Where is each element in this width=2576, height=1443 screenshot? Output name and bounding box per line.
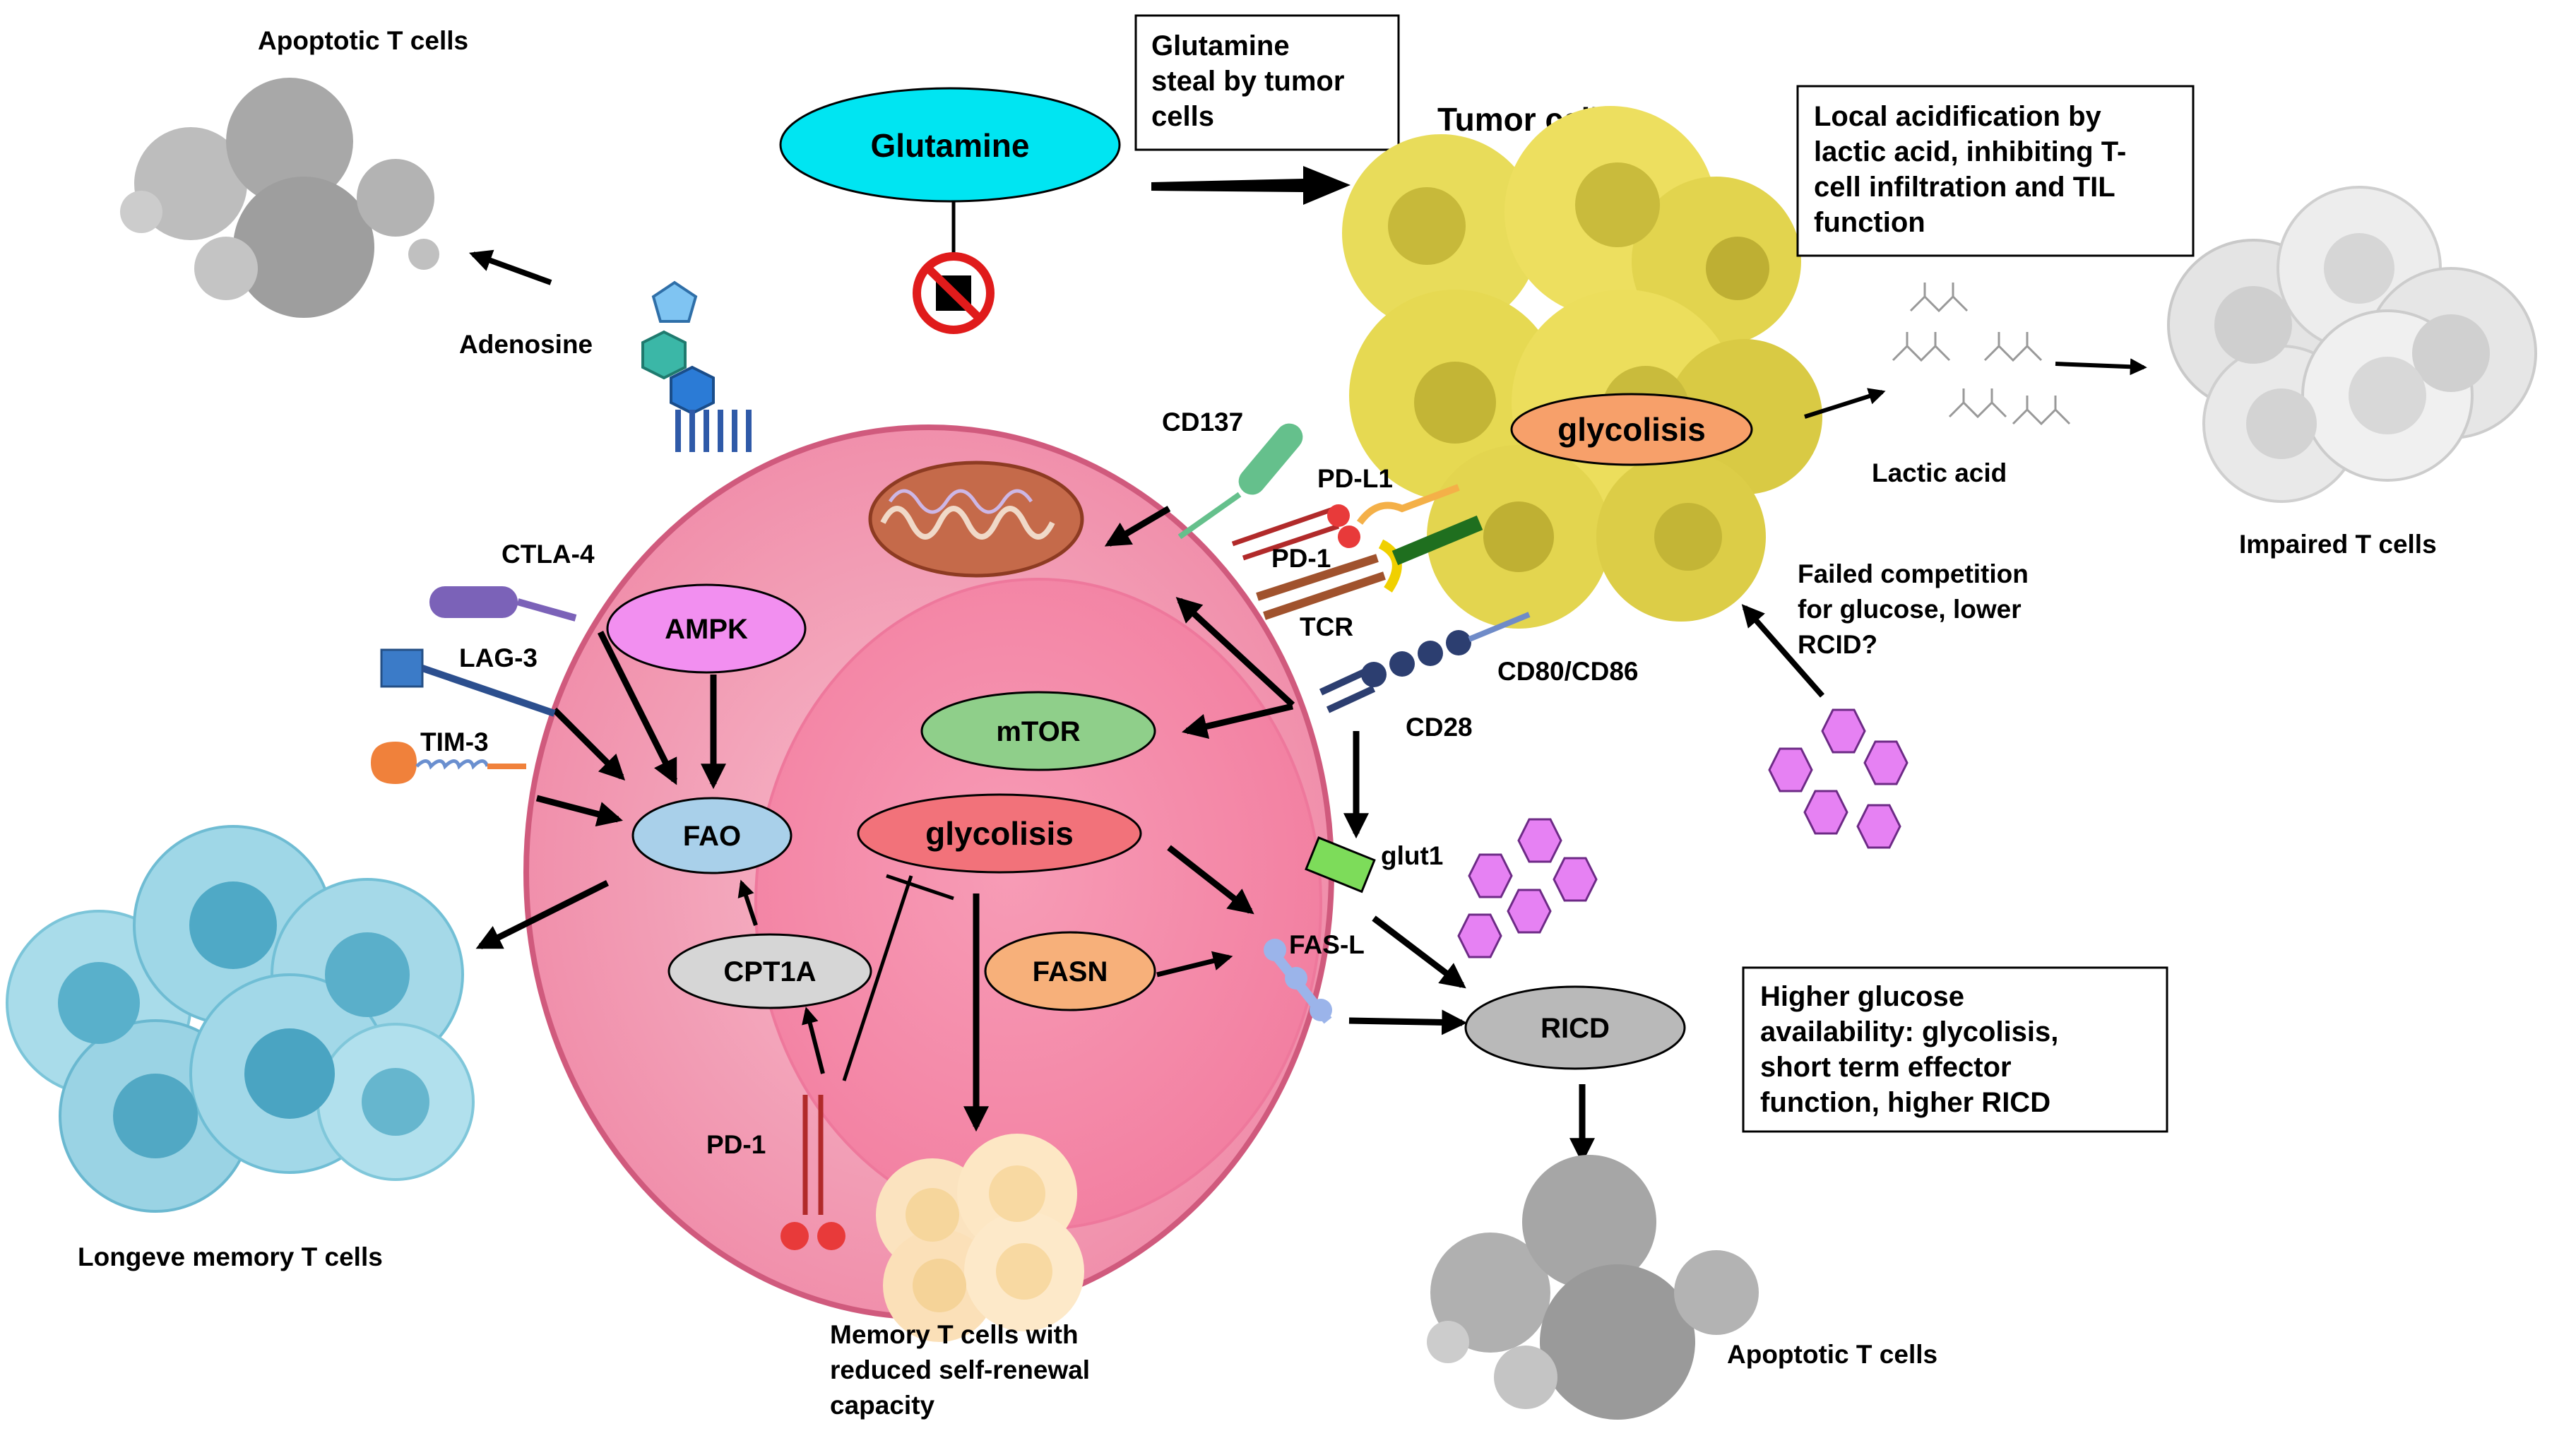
pd1-bottom-label: PD-1 xyxy=(706,1130,766,1159)
glutamine-steal-box: Glutamine steal by tumor cells xyxy=(1134,14,1400,151)
failed-line: Failed competition xyxy=(1798,559,2029,588)
box-line: short term effector xyxy=(1760,1052,2012,1083)
ricd-node: RICD xyxy=(1464,985,1686,1070)
fasn-node: FASN xyxy=(984,931,1156,1011)
glucose-cluster-right xyxy=(1768,708,1909,849)
glutamine-node: Glutamine xyxy=(779,87,1121,203)
fao-node: FAO xyxy=(631,797,793,874)
svg-text:glycolisis: glycolisis xyxy=(1557,411,1706,448)
longeve-memory-cluster xyxy=(6,825,475,1213)
glycolisis-tumor-node: glycolisis xyxy=(1510,393,1753,466)
adenosine-receptor xyxy=(641,280,752,452)
pd1-bottom-receptor xyxy=(780,1095,845,1250)
svg-text:CPT1A: CPT1A xyxy=(723,956,816,987)
glut1-transporter xyxy=(1305,836,1376,893)
impaired-label: Impaired T cells xyxy=(2239,530,2437,559)
glycolisis-cell-node: glycolisis xyxy=(857,793,1142,874)
no-entry-icon xyxy=(913,252,995,334)
glucose-cluster-center xyxy=(1457,818,1598,958)
box-line: lactic acid, inhibiting T- xyxy=(1814,136,2126,167)
internal-arrows xyxy=(475,506,1595,1164)
cd80-label: CD80/CD86 xyxy=(1497,657,1638,686)
fasl-label: FAS-L xyxy=(1289,930,1365,959)
memory-reduced-cluster xyxy=(876,1134,1084,1342)
failed-line: RCID? xyxy=(1798,630,1877,659)
box-line: cells xyxy=(1151,101,1214,132)
svg-text:FAO: FAO xyxy=(683,821,741,852)
svg-text:RICD: RICD xyxy=(1541,1013,1610,1044)
apoptotic-cells-top xyxy=(120,78,439,318)
pd1-top-label: PD-1 xyxy=(1271,544,1331,573)
acidification-box: Local acidification by lactic acid, inhi… xyxy=(1796,85,2195,257)
pdl1-label: PD-L1 xyxy=(1317,464,1393,493)
tim3-receptor xyxy=(371,742,526,784)
box-line: cell infiltration and TIL xyxy=(1814,172,2115,203)
adenosine-label: Adenosine xyxy=(459,330,593,359)
apoptotic-cells-bottom xyxy=(1427,1155,1759,1420)
box-line: function xyxy=(1814,207,1925,238)
svg-text:Glutamine: Glutamine xyxy=(871,127,1030,164)
ctla4-label: CTLA-4 xyxy=(501,540,595,569)
box-line: availability: glycolisis, xyxy=(1760,1016,2058,1047)
lactic-acid-label: Lactic acid xyxy=(1872,458,2007,487)
impaired-cells-cluster xyxy=(2167,186,2537,503)
cd137-label: CD137 xyxy=(1162,408,1243,437)
memory-reduced-line: reduced self-renewal xyxy=(830,1355,1090,1384)
cd28-cd80-receptor xyxy=(1319,612,1531,713)
memory-reduced-line: capacity xyxy=(830,1391,935,1420)
apoptotic-bottom-label: Apoptotic T cells xyxy=(1727,1340,1937,1369)
ctla4-receptor xyxy=(429,586,577,622)
svg-text:mTOR: mTOR xyxy=(996,716,1080,747)
failed-line: for glucose, lower xyxy=(1798,595,2022,624)
box-line: Higher glucose xyxy=(1760,981,1964,1012)
memory-reduced-line: Memory T cells with xyxy=(830,1320,1079,1349)
mitochondrion-icon xyxy=(868,461,1084,578)
mtor-node: mTOR xyxy=(920,691,1156,771)
svg-text:FASN: FASN xyxy=(1033,956,1108,987)
lactic-acid-molecules xyxy=(1892,283,2071,426)
ampk-node: AMPK xyxy=(606,583,807,674)
fasl-receptor xyxy=(1264,939,1332,1024)
apoptotic-top-label: Apoptotic T cells xyxy=(258,26,468,55)
box-line: steal by tumor xyxy=(1151,66,1344,97)
longeve-label: Longeve memory T cells xyxy=(78,1242,383,1271)
tim3-label: TIM-3 xyxy=(420,728,489,756)
pd1-pdl1-receptor xyxy=(1231,484,1460,561)
lag3-receptor xyxy=(380,648,556,717)
cpt1a-node: CPT1A xyxy=(667,933,872,1009)
lag3-label: LAG-3 xyxy=(459,643,538,672)
tcr-receptor xyxy=(1256,515,1483,620)
box-line: function, higher RICD xyxy=(1760,1087,2050,1118)
cd137-receptor xyxy=(1177,423,1303,540)
box-line: Glutamine xyxy=(1151,30,1290,61)
svg-text:AMPK: AMPK xyxy=(665,614,748,645)
higher-glucose-box: Higher glucose availability: glycolisis,… xyxy=(1742,966,2168,1133)
box-line: Local acidification by xyxy=(1814,101,2102,132)
glut1-label: glut1 xyxy=(1381,841,1443,870)
glutamine-arrow xyxy=(1151,166,1351,205)
cd28-label: CD28 xyxy=(1406,713,1473,742)
tcr-label: TCR xyxy=(1300,612,1353,641)
svg-text:glycolisis: glycolisis xyxy=(925,815,1074,852)
